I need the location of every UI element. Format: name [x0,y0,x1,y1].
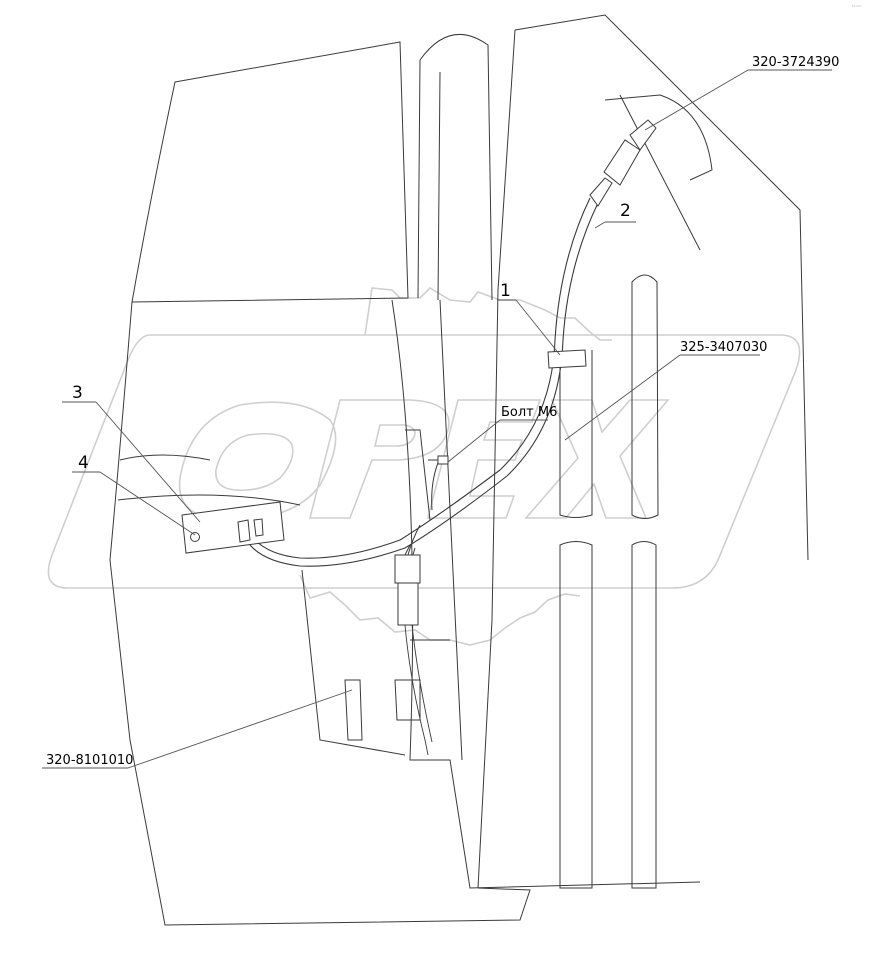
callout-bolt-m6: Болт М6 [501,405,557,420]
callout-325-3407030: 325-3407030 [680,340,767,355]
cable-clamp [547,349,587,369]
corner-mark: ᵖʰ ᵇᵒᵒ [852,4,862,9]
callout-item-2: 2 [620,201,631,221]
callout-item-1: 1 [500,281,511,301]
wiring-harness [249,197,599,756]
callout-item-3: 3 [72,383,83,403]
callout-320-3724390: 320-3724390 [752,55,839,70]
cab-structure [109,14,809,926]
harness-connector [394,554,421,626]
bolt-m6 [428,455,449,465]
callout-item-4: 4 [78,453,89,473]
callout-320-8101010: 320-8101010 [46,753,133,768]
switch-plate [181,501,285,554]
leader-lines [42,69,832,769]
lamp-connector [589,119,657,207]
